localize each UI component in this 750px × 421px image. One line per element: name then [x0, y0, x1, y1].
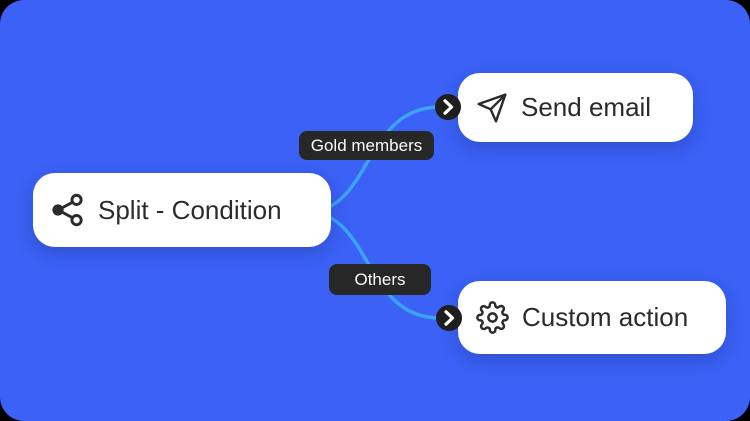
chevron-right-icon [444, 310, 455, 326]
input-port-custom-action[interactable] [436, 305, 462, 331]
node-title: Custom action [522, 302, 689, 332]
node-title: Send email [521, 92, 652, 122]
branch-label-text: Others [354, 269, 406, 289]
chevron-right-icon [443, 99, 454, 115]
branch-label-text: Gold members [310, 135, 423, 155]
node-send-email[interactable]: Send email [458, 73, 693, 142]
send-paper-plane-icon [476, 92, 508, 124]
node-split-condition[interactable]: Split - Condition [33, 173, 331, 247]
branch-label-others[interactable]: Others [329, 264, 431, 295]
gear-icon [476, 301, 509, 334]
split-branch-icon [49, 192, 85, 228]
branch-label-gold-members[interactable]: Gold members [299, 131, 434, 160]
input-port-send-email[interactable] [435, 94, 461, 120]
node-title: Split - Condition [98, 194, 282, 225]
node-custom-action[interactable]: Custom action [458, 281, 726, 354]
